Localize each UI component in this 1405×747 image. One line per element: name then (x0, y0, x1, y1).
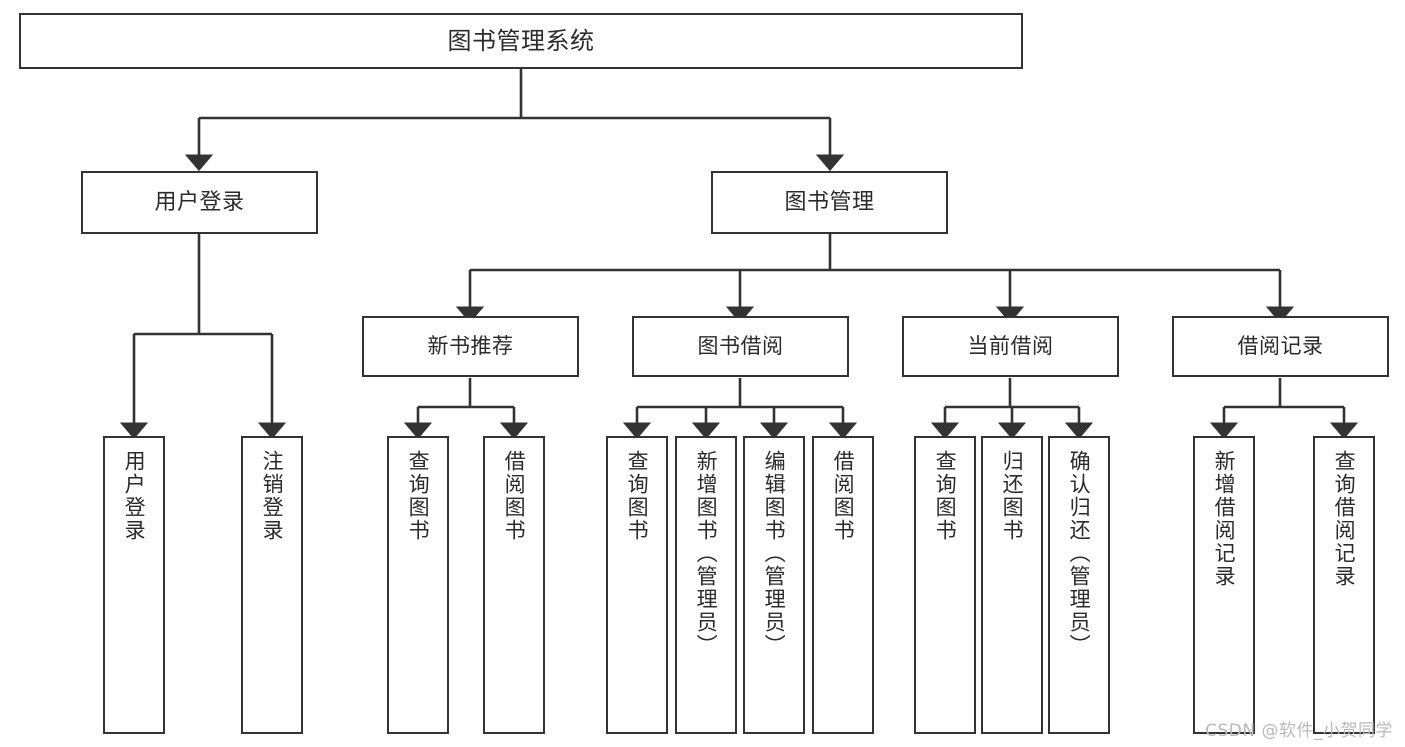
node-new-book-recommend-label: 新书推荐 (427, 334, 514, 359)
leaf-add-book-label: 新增图书（管理员） (694, 450, 719, 657)
leaf-logout-login-label: 注销登录 (260, 450, 285, 542)
leaf-edit-book-label: 编辑图书（管理员） (762, 450, 787, 657)
leaf-confirm-return-label: 确认归还（管理员） (1067, 450, 1092, 657)
node-borrow-record-label: 借阅记录 (1237, 334, 1324, 359)
leaf-confirm-return[interactable]: 确认归还（管理员） (1048, 436, 1110, 734)
leaf-borrow-book-2[interactable]: 借阅图书 (812, 436, 874, 734)
leaf-borrow-book-1-label: 借阅图书 (502, 450, 527, 542)
node-book-manage-label: 图书管理 (784, 189, 875, 215)
leaf-query-book-1-label: 查询图书 (406, 450, 431, 542)
leaf-add-book[interactable]: 新增图书（管理员） (675, 436, 737, 734)
leaf-query-borrow-record[interactable]: 查询借阅记录 (1313, 436, 1375, 734)
csdn-watermark: CSDN @软件_小贺同学 (1205, 721, 1393, 741)
node-root-label: 图书管理系统 (447, 26, 595, 55)
node-current-borrow-label: 当前借阅 (967, 334, 1054, 359)
leaf-query-book-2[interactable]: 查询图书 (606, 436, 668, 734)
node-borrow-record[interactable]: 借阅记录 (1172, 316, 1389, 377)
leaf-query-book-3-label: 查询图书 (933, 450, 958, 542)
leaf-add-borrow-record-label: 新增借阅记录 (1212, 450, 1237, 588)
leaf-add-borrow-record[interactable]: 新增借阅记录 (1193, 436, 1255, 734)
leaf-query-book-1[interactable]: 查询图书 (387, 436, 449, 734)
node-book-borrow[interactable]: 图书借阅 (632, 316, 849, 377)
leaf-borrow-book-1[interactable]: 借阅图书 (483, 436, 545, 734)
node-new-book-recommend[interactable]: 新书推荐 (362, 316, 579, 377)
leaf-borrow-book-2-label: 借阅图书 (831, 450, 856, 542)
leaf-query-borrow-record-label: 查询借阅记录 (1332, 450, 1357, 588)
leaf-edit-book[interactable]: 编辑图书（管理员） (743, 436, 805, 734)
leaf-return-book-label: 归还图书 (1000, 450, 1025, 542)
leaf-user-login-label: 用户登录 (122, 450, 147, 542)
leaf-return-book[interactable]: 归还图书 (981, 436, 1043, 734)
leaf-user-login[interactable]: 用户登录 (103, 436, 165, 734)
leaf-logout-login[interactable]: 注销登录 (241, 436, 303, 734)
node-book-borrow-label: 图书借阅 (697, 334, 784, 359)
node-book-manage[interactable]: 图书管理 (711, 171, 948, 234)
node-user-login[interactable]: 用户登录 (81, 171, 318, 234)
node-user-login-label: 用户登录 (154, 189, 245, 215)
leaf-query-book-2-label: 查询图书 (625, 450, 650, 542)
leaf-query-book-3[interactable]: 查询图书 (914, 436, 976, 734)
node-current-borrow[interactable]: 当前借阅 (902, 316, 1119, 377)
node-root[interactable]: 图书管理系统 (19, 13, 1023, 69)
